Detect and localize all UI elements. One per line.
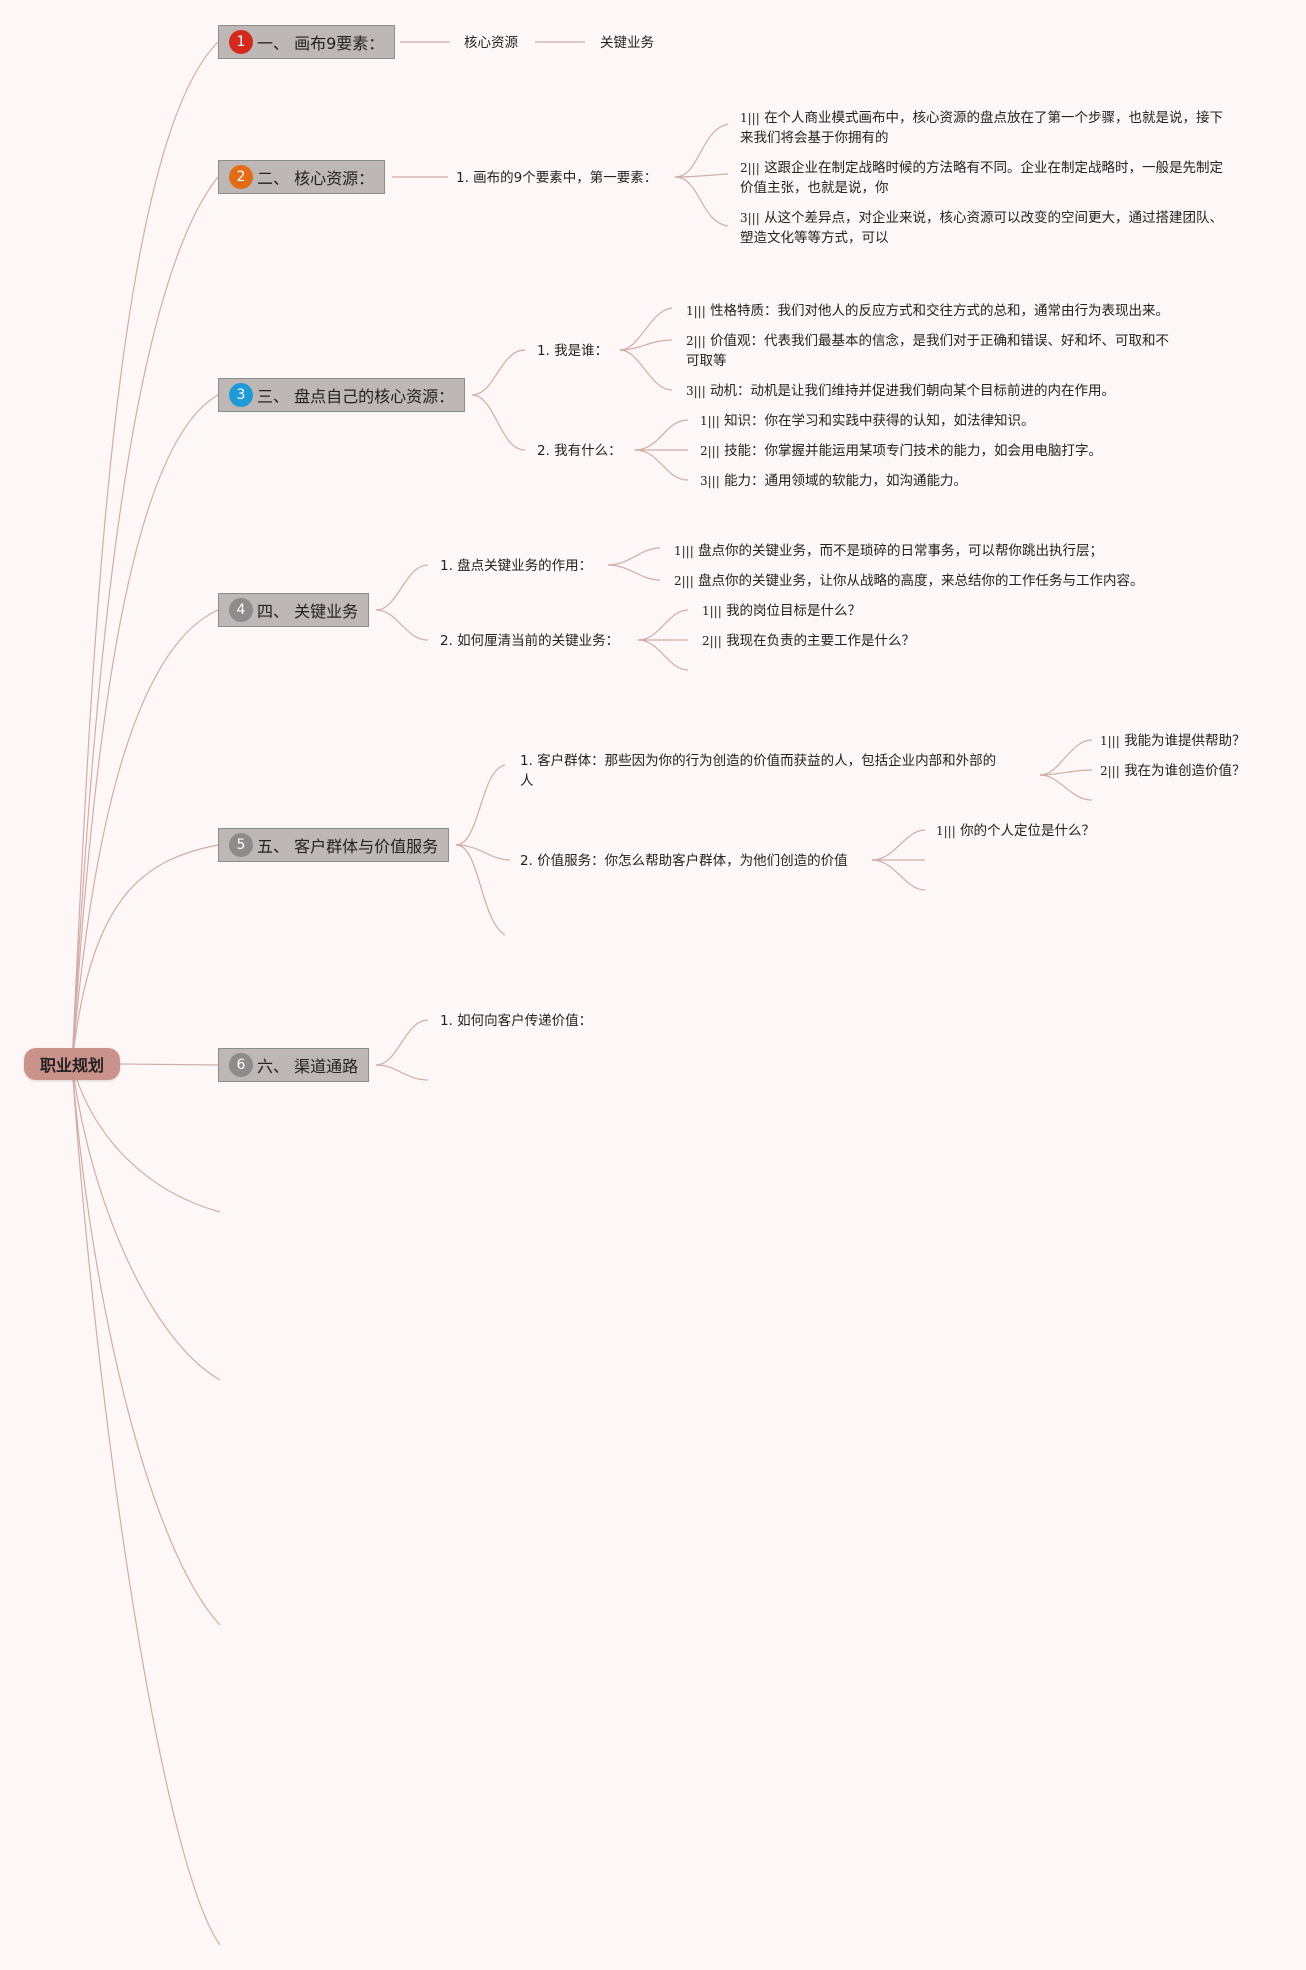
topic-6-label: 六、 渠道通路 [257,1057,359,1076]
topic-2-label: 二、 核心资源： [257,169,375,188]
number-5-icon: 5 [229,833,253,857]
t4-item-2-text: 盘点你的关键业务，让你从战略的高度，来总结你的工作任务与工作内容。 [698,573,1144,589]
t5-item-3[interactable]: 1||| 你的个人定位是什么？ [936,821,1095,841]
index-marker: 1||| [936,824,956,838]
number-4-icon: 4 [229,598,253,622]
t4-item-2[interactable]: 2||| 盘点你的关键业务，让你从战略的高度，来总结你的工作任务与工作内容。 [674,571,1144,591]
number-6-icon: 6 [229,1053,253,1077]
t2-item-1-text: 在个人商业模式画布中，核心资源的盘点放在了第一个步骤，也就是说，接下 [764,110,1224,126]
t4-item-4[interactable]: 2||| 我现在负责的主要工作是什么？ [702,631,915,651]
topic-4-label: 四、 关键业务 [257,602,359,621]
t3-sub-node-1[interactable]: 1. 我是谁： [537,343,609,359]
t4-item-1[interactable]: 1||| 盘点你的关键业务，而不是琐碎的日常事务，可以帮你跳出执行层； [674,541,1103,561]
t1-node-core-resources[interactable]: 核心资源 [464,35,518,51]
topic-1-label: 一、 画布9要素： [257,34,385,53]
index-marker: 2||| [740,161,760,175]
index-marker: 3||| [700,474,720,488]
t3-item-3[interactable]: 3||| 动机：动机是让我们维持并促进我们朝向某个目标前进的内在作用。 [686,381,1115,401]
t2-item-2-text-cont: 价值主张，也就是说，你 [740,180,889,196]
t2-item-3[interactable]: 3||| 从这个差异点，对企业来说，核心资源可以改变的空间更大，通过搭建团队、塑… [740,208,1223,248]
t4-item-4-text: 我现在负责的主要工作是什么？ [726,633,916,649]
t2-item-1-text-cont: 来我们将会基于你拥有的 [740,130,889,146]
t3-item-1[interactable]: 1||| 性格特质：我们对他人的反应方式和交往方式的总和，通常由行为表现出来。 [686,301,1169,321]
topic-3-label: 三、 盘点自己的核心资源： [257,387,455,406]
index-marker: 1||| [686,304,706,318]
t5-sub-node-1-text-cont: 人 [520,773,534,789]
t4-sub-node-2[interactable]: 2. 如何厘清当前的关键业务： [440,633,620,649]
t3-item-5[interactable]: 2||| 技能：你掌握并能运用某项专门技术的能力，如会用电脑打字。 [700,441,1102,461]
t5-sub-node-2[interactable]: 2. 价值服务：你怎么帮助客户群体，为他们创造的价值 [520,853,848,869]
index-marker: 1||| [1100,734,1120,748]
t2-item-1[interactable]: 1||| 在个人商业模式画布中，核心资源的盘点放在了第一个步骤，也就是说，接下来… [740,108,1223,148]
t6-sub-node-1[interactable]: 1. 如何向客户传递价值： [440,1013,593,1029]
index-marker: 1||| [674,544,694,558]
t5-sub-node-1-text: 1. 客户群体：那些因为你的行为创造的价值而获益的人，包括企业内部和外部的 [520,753,997,769]
t3-item-4-text: 知识：你在学习和实践中获得的认知，如法律知识。 [724,413,1035,429]
t3-sub-node-2[interactable]: 2. 我有什么： [537,443,622,459]
t3-item-1-text: 性格特质：我们对他人的反应方式和交往方式的总和，通常由行为表现出来。 [710,303,1170,319]
index-marker: 1||| [740,111,760,125]
index-marker: 2||| [702,634,722,648]
t3-item-2-text-cont: 可取等 [686,353,727,369]
t2-item-2[interactable]: 2||| 这跟企业在制定战略时候的方法略有不同。企业在制定战略时，一般是先制定价… [740,158,1223,198]
topic-4[interactable]: 4 四、 关键业务 [218,593,370,627]
t5-item-2[interactable]: 2||| 我在为谁创造价值？ [1100,761,1246,781]
topic-1[interactable]: 1 一、 画布9要素： [218,25,396,59]
t5-item-1-text: 我能为谁提供帮助？ [1124,733,1246,749]
index-marker: 2||| [674,574,694,588]
index-marker: 2||| [700,444,720,458]
t4-item-3[interactable]: 1||| 我的岗位目标是什么？ [702,601,861,621]
t3-item-6[interactable]: 3||| 能力：通用领域的软能力，如沟通能力。 [700,471,967,491]
topic-2[interactable]: 2 二、 核心资源： [218,160,386,194]
index-marker: 1||| [700,414,720,428]
t5-item-3-text: 你的个人定位是什么？ [960,823,1096,839]
t5-item-1[interactable]: 1||| 我能为谁提供帮助？ [1100,731,1246,751]
root-label: 职业规划 [39,1056,104,1075]
t4-item-1-text: 盘点你的关键业务，而不是琐碎的日常事务，可以帮你跳出执行层； [698,543,1104,559]
t2-item-2-text: 这跟企业在制定战略时候的方法略有不同。企业在制定战略时，一般是先制定 [764,160,1224,176]
t2-item-3-text-cont: 塑造文化等等方式，可以 [740,230,889,246]
t3-item-3-text: 动机：动机是让我们维持并促进我们朝向某个目标前进的内在作用。 [710,383,1116,399]
t3-item-2[interactable]: 2||| 价值观：代表我们最基本的信念，是我们对于正确和错误、好和坏、可取和不可… [686,331,1169,371]
topic-6[interactable]: 6 六、 渠道通路 [218,1048,370,1082]
root-node[interactable]: 职业规划 [24,1048,120,1080]
index-marker: 3||| [686,384,706,398]
index-marker: 3||| [740,211,760,225]
t3-item-5-text: 技能：你掌握并能运用某项专门技术的能力，如会用电脑打字。 [724,443,1103,459]
t2-sub-node[interactable]: 1. 画布的9个要素中，第一要素： [456,170,658,186]
t4-item-3-text: 我的岗位目标是什么？ [726,603,862,619]
number-2-icon: 2 [229,165,253,189]
topic-3[interactable]: 3 三、 盘点自己的核心资源： [218,378,466,412]
number-3-icon: 3 [229,383,253,407]
t1-node-key-activities[interactable]: 关键业务 [600,35,654,51]
t5-item-2-text: 我在为谁创造价值？ [1124,763,1246,779]
t3-item-6-text: 能力：通用领域的软能力，如沟通能力。 [724,473,968,489]
topic-5[interactable]: 5 五、 客户群体与价值服务 [218,828,450,862]
t4-sub-node-1[interactable]: 1. 盘点关键业务的作用： [440,558,593,574]
t2-item-3-text: 从这个差异点，对企业来说，核心资源可以改变的空间更大，通过搭建团队、 [764,210,1224,226]
index-marker: 2||| [686,334,706,348]
index-marker: 1||| [702,604,722,618]
t5-sub-node-1[interactable]: 1. 客户群体：那些因为你的行为创造的价值而获益的人，包括企业内部和外部的人 [520,751,996,791]
t3-item-2-text: 价值观：代表我们最基本的信念，是我们对于正确和错误、好和坏、可取和不 [710,333,1170,349]
topic-5-label: 五、 客户群体与价值服务 [257,837,439,856]
t3-item-4[interactable]: 1||| 知识：你在学习和实践中获得的认知，如法律知识。 [700,411,1035,431]
index-marker: 2||| [1100,764,1120,778]
number-1-icon: 1 [229,30,253,54]
